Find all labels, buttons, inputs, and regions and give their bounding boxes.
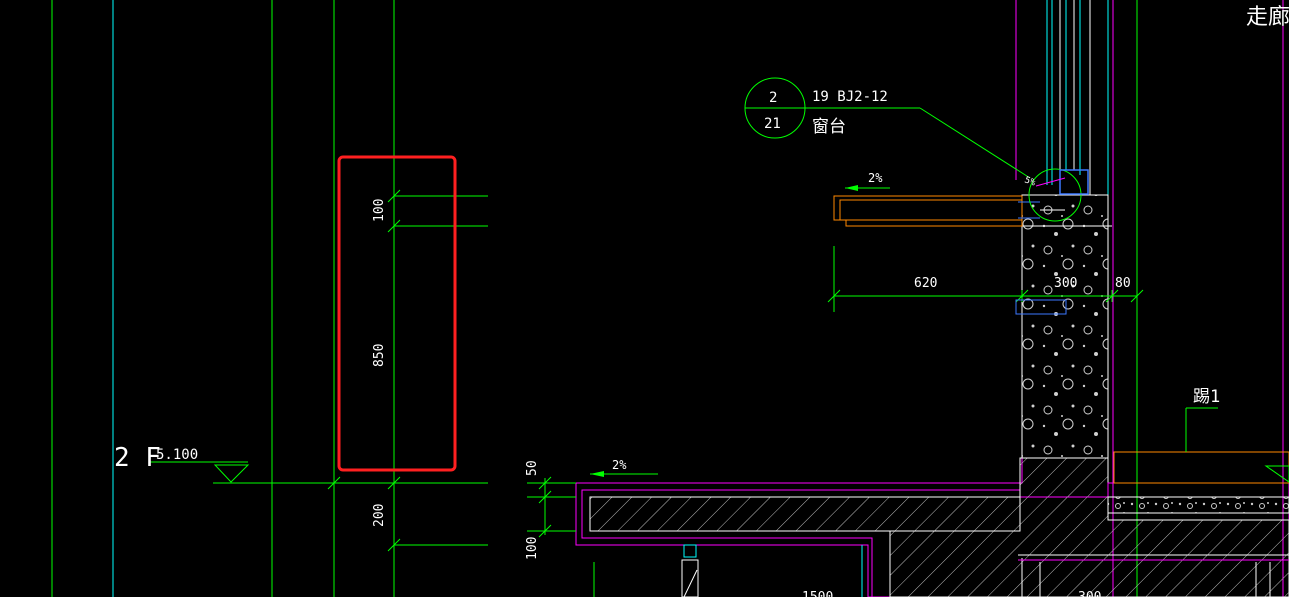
corridor-label: 走廊 xyxy=(1246,5,1289,30)
window-sill xyxy=(833,168,1089,227)
concrete-wall xyxy=(1021,194,1112,459)
dim-850: 850 xyxy=(372,344,387,367)
vertical-dimension-chain xyxy=(387,189,488,552)
highlight-box xyxy=(337,155,457,472)
detail-callout xyxy=(744,77,1031,179)
skirting-label: 踢1 xyxy=(1193,387,1220,407)
dim-80: 80 xyxy=(1115,276,1131,291)
floor-slope-arrow xyxy=(590,471,658,477)
floor-level-mark xyxy=(150,461,488,490)
detail-number-bottom: 21 xyxy=(764,116,781,132)
sill-slope-arrow xyxy=(845,185,890,191)
floor-elevation-label: 5.100 xyxy=(156,447,198,463)
dim-1500: 1500 xyxy=(802,590,833,597)
dim-200: 200 xyxy=(372,504,387,527)
skirting-leader xyxy=(1185,407,1218,452)
floor-label: 2 F xyxy=(114,443,161,473)
dim-620: 620 xyxy=(914,276,937,291)
dim-300-bottom: 300 xyxy=(1078,590,1101,597)
vertical-grid-lines xyxy=(51,0,395,597)
small-slope-label: 5% xyxy=(1023,175,1037,188)
detail-number-top: 2 xyxy=(769,90,777,106)
dim-100-top: 100 xyxy=(372,199,387,222)
lower-left-objects xyxy=(593,544,863,597)
floor-slope-label: 2% xyxy=(612,458,627,472)
dim-100-bottom: 100 xyxy=(525,537,540,560)
detail-reference: 19 BJ2-12 xyxy=(812,89,888,105)
dim-300: 300 xyxy=(1054,276,1077,291)
sill-slope-label: 2% xyxy=(868,171,883,185)
floor-slab xyxy=(575,451,1289,597)
detail-name: 窗台 xyxy=(812,117,846,137)
dim-50: 50 xyxy=(525,460,540,476)
slab-thickness-dimensions xyxy=(527,476,576,538)
